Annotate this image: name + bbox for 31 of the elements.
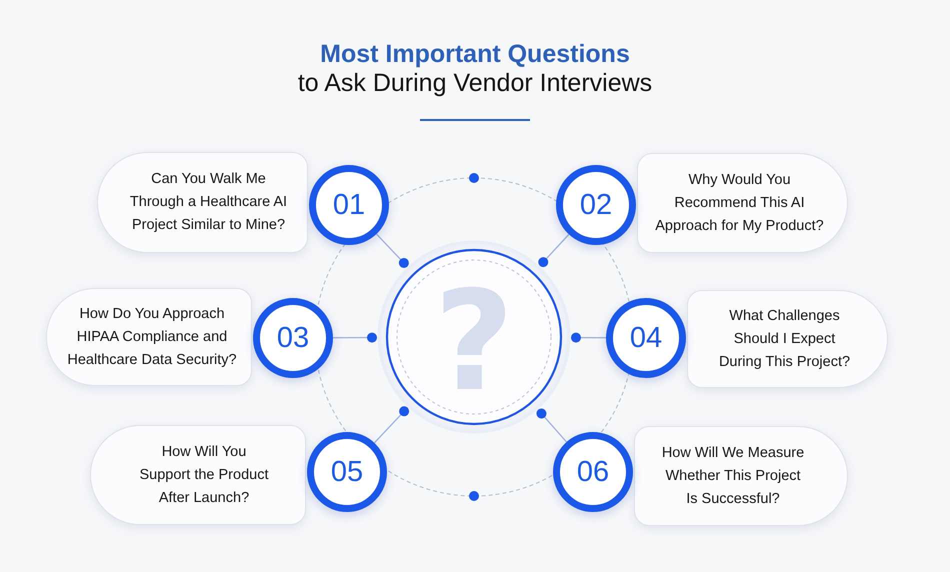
number-circle: [553, 432, 633, 512]
question-text: How Will We Measure Whether This Project Is Successful?: [660, 444, 806, 508]
step-number: 01: [332, 189, 366, 221]
step-number: 05: [330, 456, 364, 488]
question-pill: [687, 290, 888, 388]
connector-line: [571, 332, 606, 343]
connector-line: [333, 332, 377, 343]
question-text: Why Would You Recommend This AI Approach for My Product?: [654, 170, 825, 236]
connector-line: [374, 406, 410, 444]
title: Most Important Questions to Ask During Vendor Interviews: [296, 40, 654, 98]
question-pill: [97, 152, 308, 253]
number-circle: [307, 432, 387, 512]
step-number: 03: [276, 322, 310, 354]
number-circle: [309, 165, 389, 245]
connector-line: [536, 408, 568, 442]
question-pill: [634, 426, 848, 526]
connector-line: [538, 234, 570, 268]
question-mark: ?: [434, 272, 514, 412]
question-pill: [46, 288, 252, 386]
question-text: Can You Walk Me Through a Healthcare AI Project Similar to Mine?: [128, 170, 288, 235]
step-number: 06: [576, 456, 610, 488]
question-text: What Challenges Should I Expect During This Project?: [718, 306, 852, 372]
question-text: How Will You Support the Product After Launch?: [138, 442, 270, 508]
question-pill: [637, 153, 848, 253]
number-circle: [556, 165, 636, 245]
question-text: How Do You Approach HIPAA Compliance and Healthcare Data Security?: [66, 304, 238, 370]
step-number: 04: [630, 322, 662, 354]
center-circle: [377, 240, 571, 434]
step-number: 02: [580, 189, 612, 221]
connector-line: [376, 234, 409, 268]
question-pill: [90, 425, 306, 525]
